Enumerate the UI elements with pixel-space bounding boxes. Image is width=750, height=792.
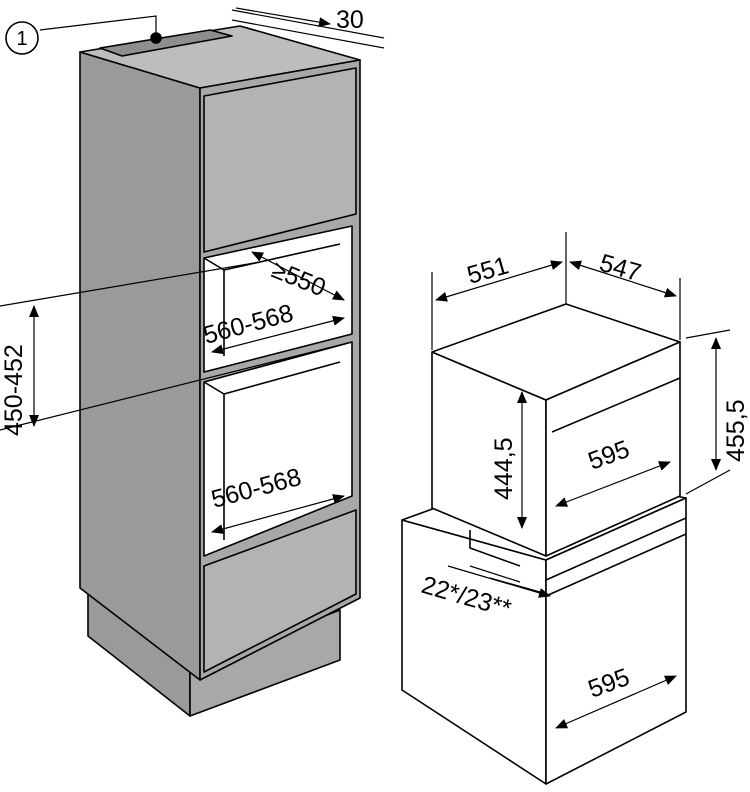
dim-oven-width (555, 675, 677, 729)
dim-top-gap (235, 7, 331, 28)
dim-depth-total (435, 260, 563, 302)
label-front-height: 455,5 (722, 399, 750, 462)
tall-cabinet (79, 25, 361, 717)
callout: 1 (5, 21, 39, 55)
dim-niche-depth (251, 251, 345, 301)
top-vent-recess (99, 29, 233, 57)
label-depth-body: 547 (596, 249, 644, 287)
callout-number: 1 (16, 28, 27, 50)
label-niche-height: 450-452 (0, 344, 28, 436)
oven-side (401, 519, 547, 785)
dim-recess (447, 565, 551, 598)
appliances (401, 303, 687, 785)
dim-depth-body (569, 260, 677, 298)
label-top-gap: 30 (336, 6, 364, 34)
dim-unit-width (555, 461, 671, 507)
dim-lower-width (211, 494, 345, 534)
cable-entry-point (150, 32, 162, 44)
label-body-height: 444,5 (490, 437, 518, 500)
upper-door-panel (203, 67, 357, 253)
callout-leader (39, 15, 157, 34)
dimension-lines (0, 7, 731, 729)
dim-upper-width (211, 315, 345, 355)
cabinet-side-panel (79, 51, 201, 681)
oven-top-recess (469, 530, 521, 567)
callout-circle (5, 21, 39, 55)
label-depth-total: 551 (464, 251, 512, 289)
